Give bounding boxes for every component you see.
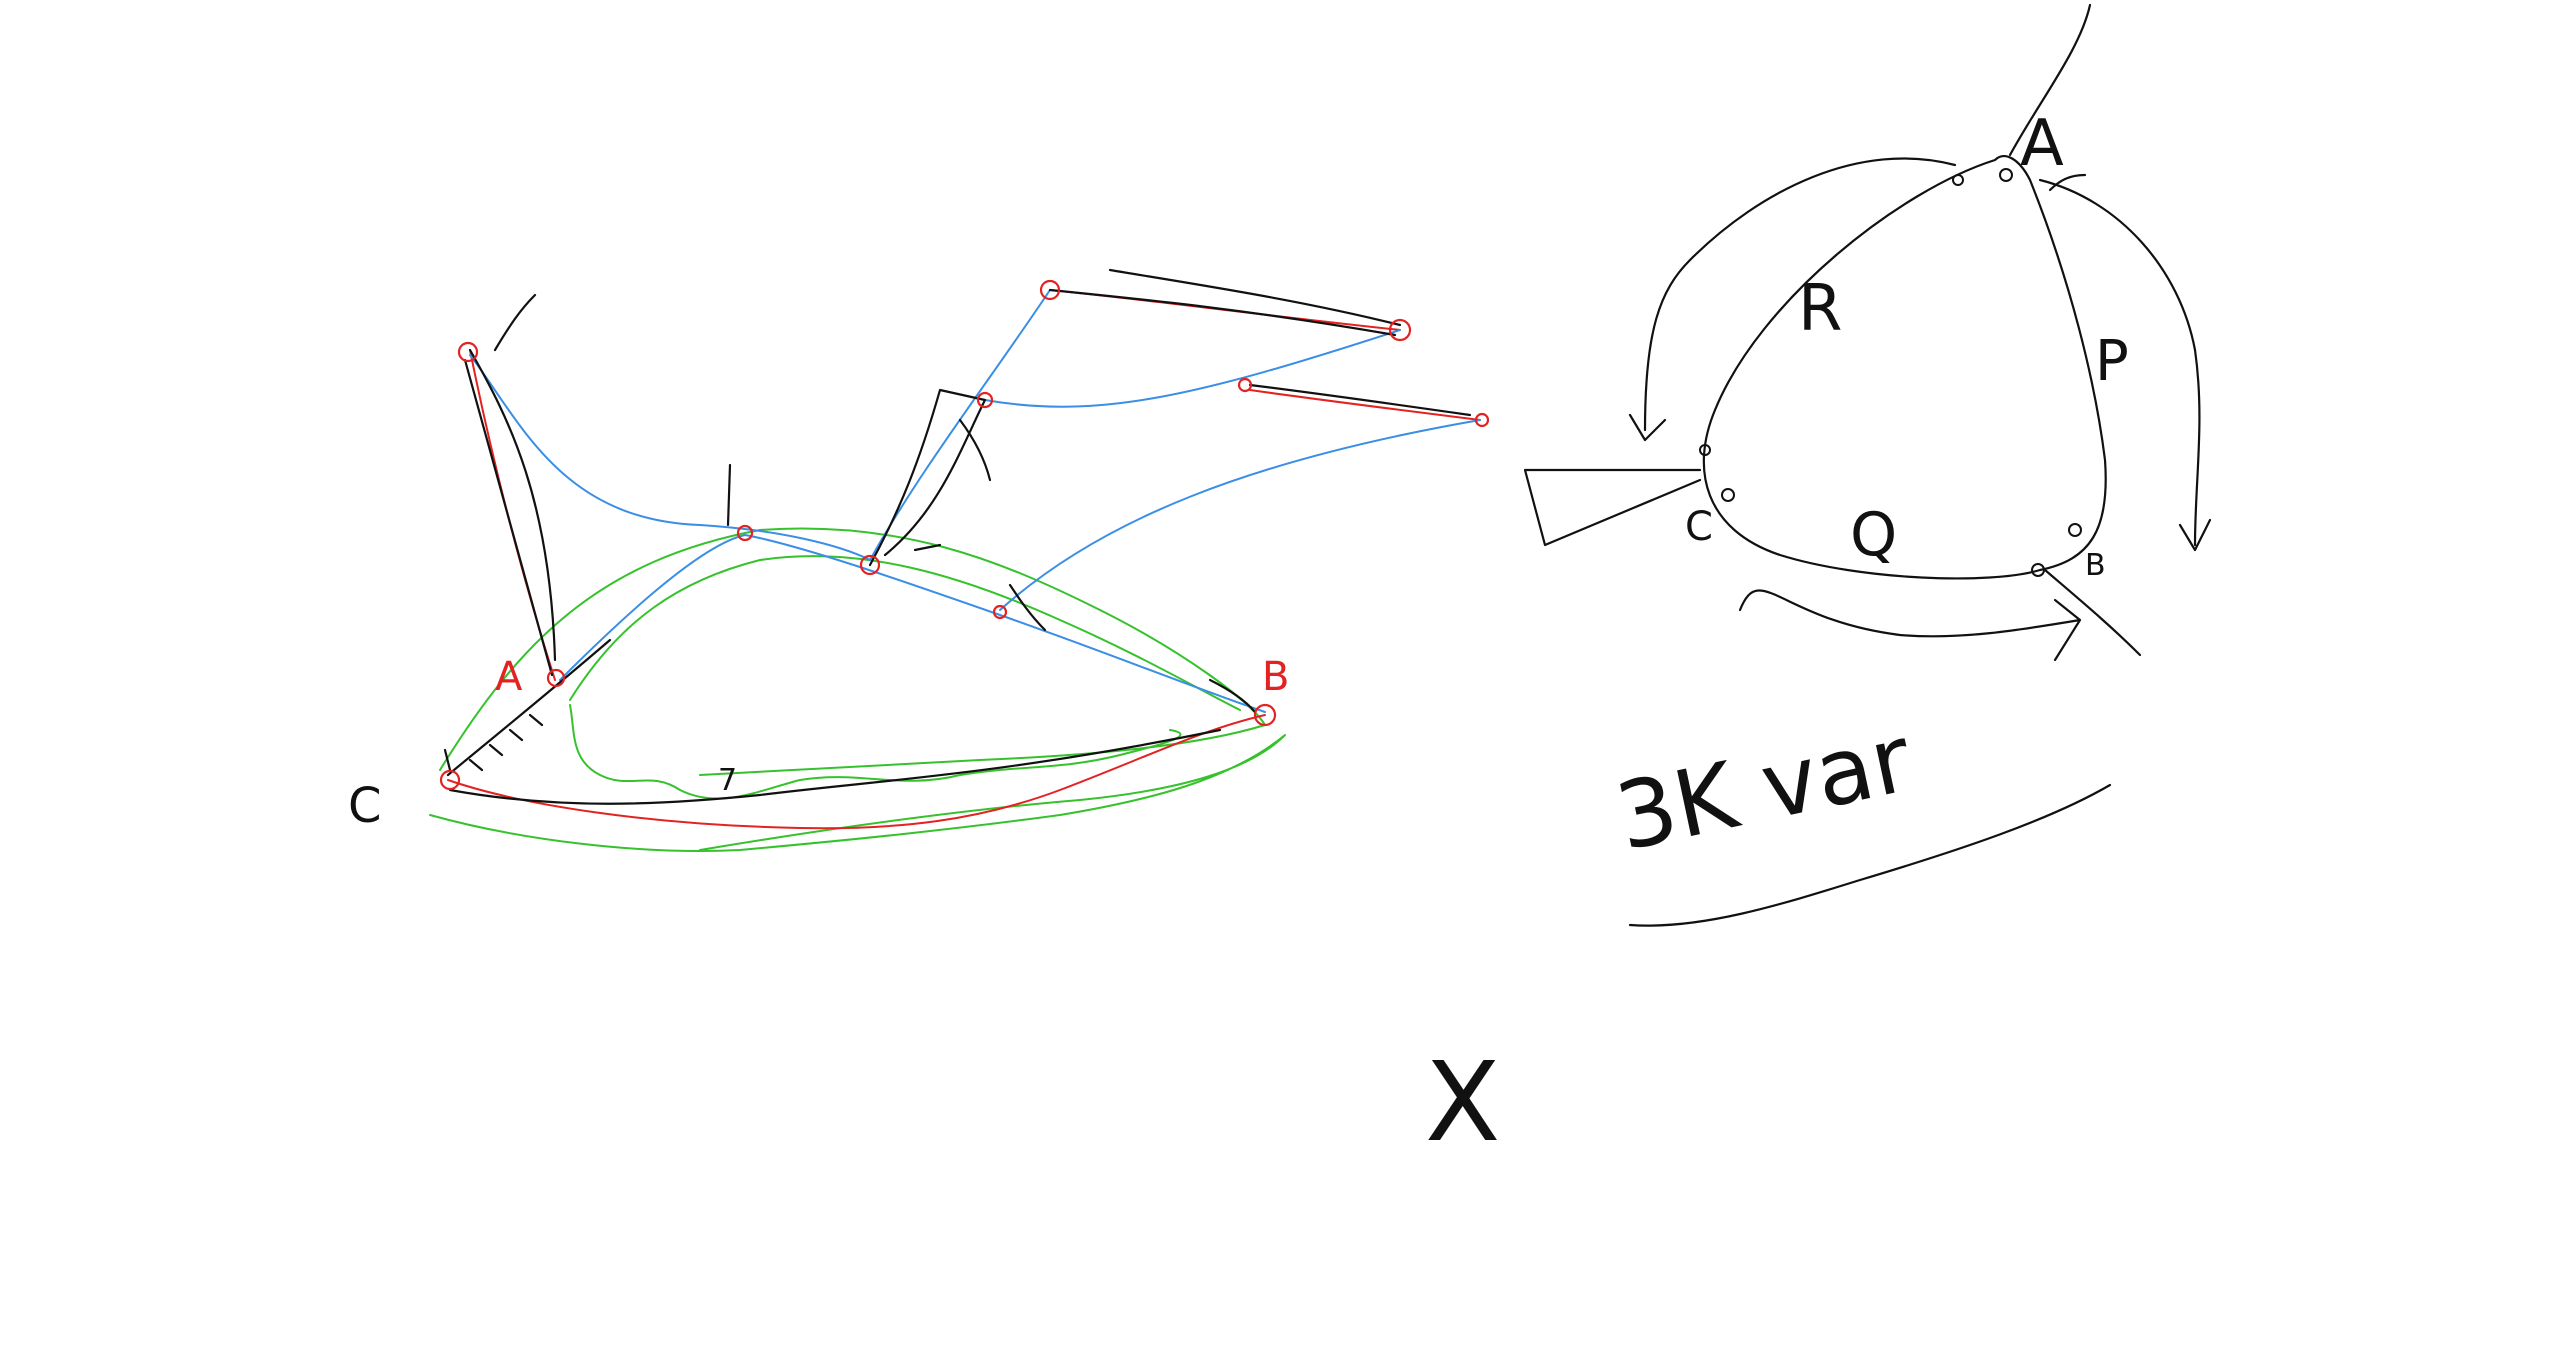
label-left: C — [1685, 504, 1713, 550]
label-mid: 7 — [718, 763, 737, 798]
node-right-end[interactable] — [1474, 412, 1490, 428]
blue-member-lower — [559, 534, 1266, 713]
terminal-right-b[interactable] — [2068, 523, 2082, 537]
spoke-top — [2008, 3, 2092, 157]
black-member-stub-e — [1008, 583, 1047, 632]
center-x-mark: X — [1425, 1038, 1500, 1166]
terminal-top-a[interactable] — [1952, 174, 1964, 186]
triangle-body — [1702, 155, 2107, 580]
terminal-top-b[interactable] — [1999, 168, 2013, 182]
black-member-top-chord — [1048, 268, 1402, 337]
black-hatch-marks — [443, 713, 544, 772]
left-diagram: C A B 7 — [348, 268, 1490, 852]
node-top-left[interactable] — [457, 341, 479, 363]
annotation-text: 3K var — [1607, 705, 1920, 871]
label-b: B — [1262, 654, 1289, 700]
terminal-left-b[interactable] — [1721, 488, 1735, 502]
green-envelope-lower — [429, 734, 1286, 852]
blue-member-mid-top — [869, 289, 1051, 561]
black-member-stub-a — [493, 293, 537, 352]
red-member-a-c — [469, 349, 556, 681]
node-right-mid[interactable] — [1237, 377, 1253, 393]
terminal-right-a[interactable] — [2031, 563, 2045, 577]
label-right: B — [2085, 548, 2106, 583]
node-upper-b[interactable] — [1039, 279, 1061, 301]
node-right-top[interactable] — [1388, 318, 1412, 342]
label-r: R — [1798, 272, 1842, 346]
label-q: Q — [1850, 500, 1897, 570]
arrow-bottom — [1738, 589, 2082, 662]
spoke-right — [2043, 568, 2142, 657]
black-member-left-leg — [463, 348, 557, 677]
black-member-bottom-chord — [448, 728, 1222, 805]
terminal-left-a[interactable] — [1699, 444, 1711, 456]
node-mid[interactable] — [859, 554, 881, 576]
annotation-3k-var: 3K var — [1607, 705, 2112, 927]
green-envelope-squiggle — [569, 704, 1182, 800]
black-member-stub-f — [1208, 678, 1257, 714]
arrow-upper-left — [1628, 157, 1957, 442]
green-envelope-upper — [439, 527, 1266, 776]
node-b[interactable] — [1253, 703, 1277, 727]
right-diagram: A C B R P Q — [1523, 3, 2212, 662]
node-upper-a[interactable] — [976, 391, 994, 409]
blue-member-left-arch — [469, 354, 871, 561]
label-c: C — [348, 778, 382, 834]
black-member-stub-b — [726, 463, 732, 527]
spoke-left-wedge — [1523, 468, 1702, 547]
black-member-post — [868, 388, 987, 567]
label-p: P — [2095, 329, 2129, 394]
black-member-right-chord — [1248, 383, 1472, 417]
red-member-right — [1249, 389, 1481, 421]
node-mid-top[interactable] — [736, 524, 754, 542]
red-member-bottom — [447, 714, 1266, 830]
red-nodes — [439, 279, 1490, 791]
node-lower[interactable] — [992, 604, 1008, 620]
black-member-stub-c — [958, 418, 992, 482]
label-a: A — [495, 654, 523, 700]
black-member-diag — [446, 638, 612, 777]
arrow-top-right-tick — [2048, 173, 2087, 192]
label-top: A — [2020, 107, 2064, 181]
blue-member-upper-span — [984, 329, 1401, 408]
arrow-right — [2038, 178, 2212, 552]
blue-member-right-span — [999, 419, 1481, 611]
node-a[interactable] — [546, 668, 566, 688]
green-envelope-inner — [569, 555, 1241, 711]
annotation-underline — [1628, 783, 2112, 927]
node-c[interactable] — [439, 769, 461, 791]
black-member-stub-d — [913, 543, 942, 552]
